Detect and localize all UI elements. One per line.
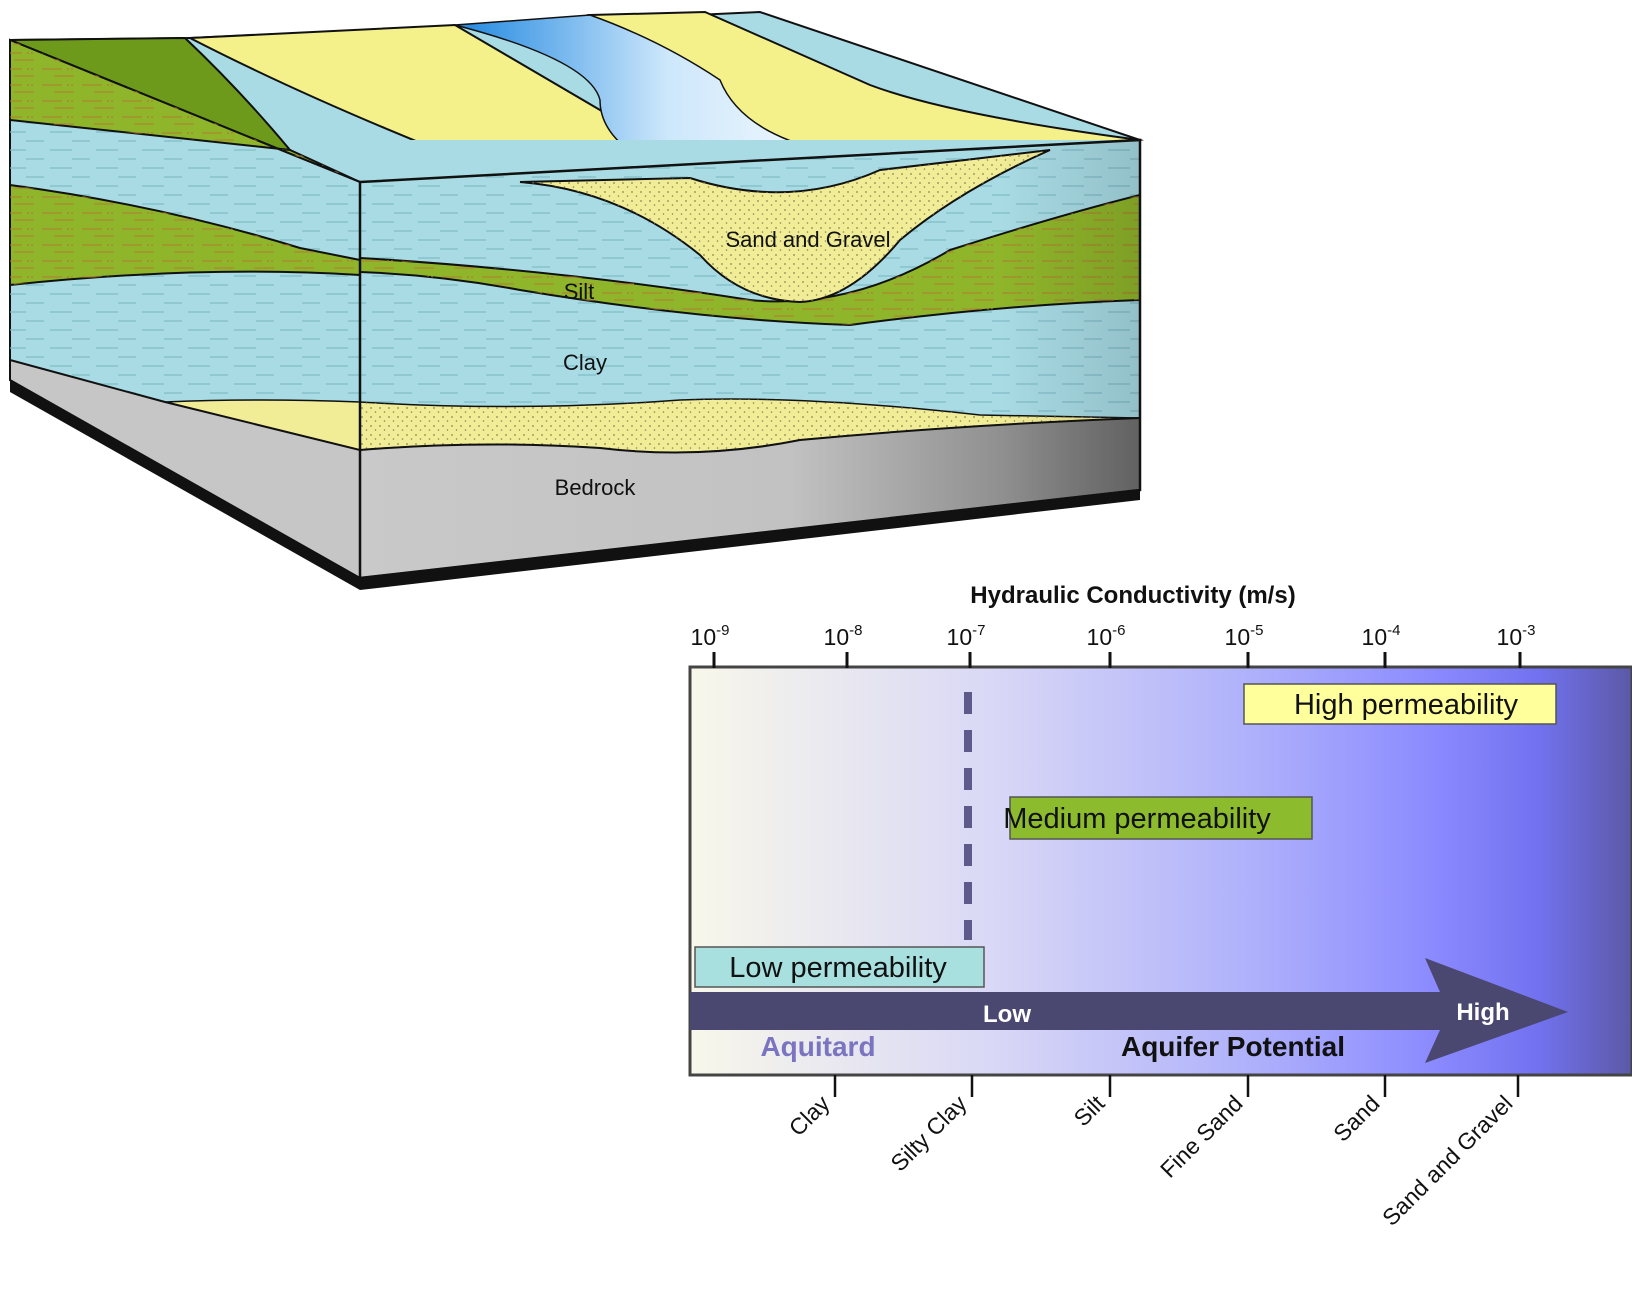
arrow-label-high: High (1456, 999, 1509, 1026)
layer-label-clay: Clay (563, 350, 607, 375)
tick-label-7: 10-3 (1497, 622, 1536, 650)
tick-label-5: 10-5 (1225, 622, 1264, 650)
material-label-5: Sand (1328, 1090, 1384, 1146)
low-permeability-box (694, 946, 985, 988)
tick-label-3: 10-7 (947, 622, 986, 650)
top-ticks (712, 652, 1522, 668)
bottom-ticks (833, 1075, 1520, 1097)
high-permeability-box (1243, 683, 1557, 725)
material-label-4: Fine Sand (1155, 1090, 1248, 1183)
layer-label-silt: Silt (564, 279, 595, 304)
tick-label-4: 10-6 (1087, 622, 1126, 650)
tick-labels: 10-9 10-8 10-7 10-6 10-5 10-4 10-3 (691, 622, 1536, 650)
material-label-1: Clay (784, 1090, 835, 1141)
layer-label-sand-gravel: Sand and Gravel (725, 227, 890, 252)
material-label-6: Sand and Gravel (1377, 1090, 1517, 1230)
medium-permeability-box (1009, 796, 1313, 840)
layer-label-bedrock: Bedrock (555, 475, 637, 500)
low-permeability-label: Low permeability (729, 952, 947, 984)
tick-label-2: 10-8 (824, 622, 863, 650)
block-diagram: Sand and Gravel Silt Clay Bedrock (9, 10, 1144, 590)
aquifer-potential-label: Aquifer Potential (1121, 1031, 1345, 1062)
medium-permeability-label: Medium permeability (1003, 803, 1271, 835)
tick-label-1: 10-9 (691, 622, 730, 650)
aquifer-potential-arrow (690, 958, 1568, 1063)
aquitard-label: Aquitard (760, 1031, 875, 1062)
scale-title: Hydraulic Conductivity (m/s) (970, 582, 1295, 609)
tick-label-6: 10-4 (1362, 622, 1401, 650)
material-label-2: Silty Clay (885, 1090, 972, 1177)
arrow-label-low: Low (983, 1001, 1031, 1028)
material-label-3: Silt (1069, 1090, 1110, 1131)
high-permeability-label: High permeability (1294, 689, 1519, 721)
